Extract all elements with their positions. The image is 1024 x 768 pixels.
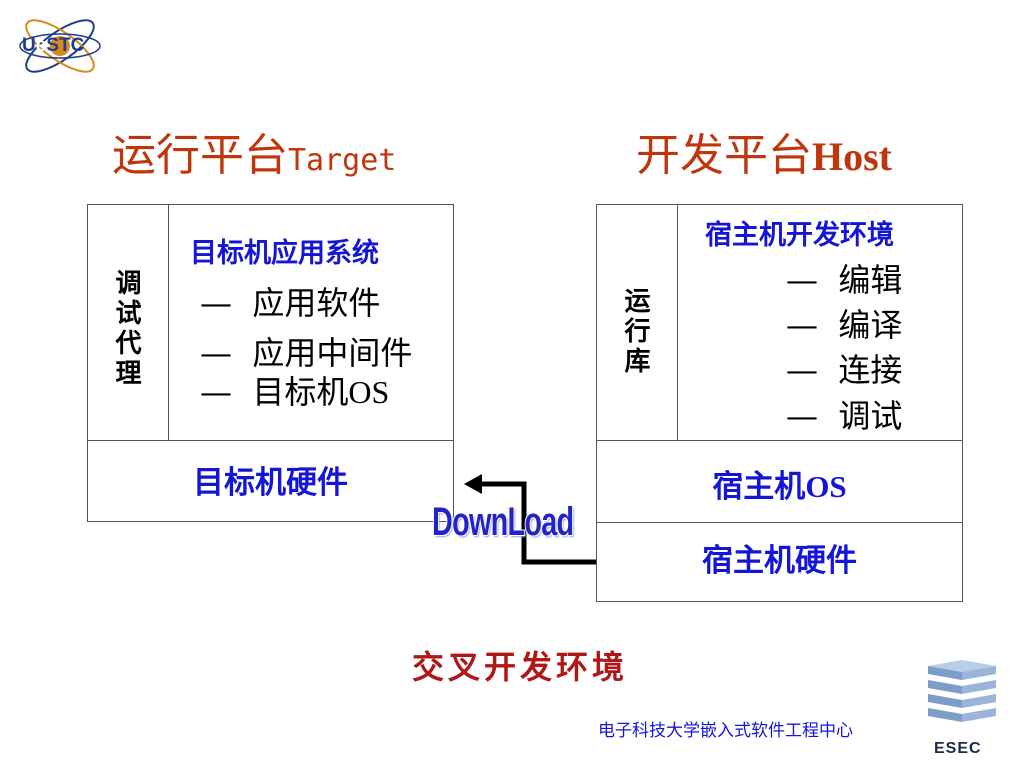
item-text: 调试 bbox=[838, 397, 903, 435]
debug-agent-char: 试 bbox=[115, 298, 142, 329]
uestc-logo-icon bbox=[19, 19, 101, 73]
item-text: 应用软件 bbox=[252, 284, 381, 322]
target-title: 运行平台Target bbox=[112, 134, 396, 178]
uestc-logo: UeSTC bbox=[14, 10, 106, 82]
footer-text: 电子科技大学嵌入式软件工程中心 bbox=[598, 721, 853, 741]
item-dash: — bbox=[786, 397, 818, 435]
host-runtime-lib-cell bbox=[596, 204, 679, 442]
item-dash: — bbox=[786, 261, 818, 299]
debug-agent-label: 调 试 代 理 bbox=[87, 269, 170, 390]
runtime-lib-char: 库 bbox=[624, 346, 651, 377]
host-env-header: 宿主机开发环境 bbox=[705, 220, 894, 251]
item-dash: — bbox=[200, 373, 232, 411]
runtime-lib-char: 运 bbox=[624, 287, 651, 317]
item-text: 连接 bbox=[838, 351, 903, 389]
host-os-label-cn: 宿主机 bbox=[712, 469, 806, 505]
host-dev-env-cell bbox=[677, 204, 963, 442]
esec-building-icon bbox=[928, 660, 996, 722]
item-dash: — bbox=[786, 351, 818, 389]
host-os-label-en: OS bbox=[805, 469, 847, 504]
host-item-edit: — 编辑 bbox=[786, 264, 902, 296]
host-item-debug: — 调试 bbox=[786, 400, 902, 432]
item-text: 编辑 bbox=[838, 261, 903, 299]
target-item-middleware: — 应用中间件 bbox=[200, 337, 412, 369]
host-item-compile: — 编译 bbox=[786, 309, 902, 341]
debug-agent-char: 理 bbox=[115, 358, 142, 389]
target-hardware-cell bbox=[87, 440, 454, 522]
esec-logo: ESEC bbox=[924, 660, 1000, 760]
item-text: 编译 bbox=[838, 306, 903, 344]
download-label: DownLoad bbox=[432, 500, 574, 544]
item-dash: — bbox=[200, 284, 232, 322]
logo-letter-u: U bbox=[22, 35, 36, 56]
target-app-header: 目标机应用系统 bbox=[190, 238, 379, 269]
target-item-target-os: — 目标机OS bbox=[200, 376, 389, 408]
item-suffix: OS bbox=[348, 374, 390, 410]
host-os-cell bbox=[596, 440, 963, 524]
target-title-cn: 运行平台 bbox=[112, 130, 288, 181]
host-os-label: 宿主机OS bbox=[596, 471, 963, 503]
host-title-cn: 开发平台 bbox=[636, 130, 812, 181]
runtime-lib-label: 运 行 库 bbox=[596, 287, 679, 378]
host-title-en: Host bbox=[812, 134, 892, 179]
target-debug-agent-cell bbox=[87, 204, 170, 442]
arrow-head-icon bbox=[464, 474, 482, 494]
esec-label: ESEC bbox=[934, 740, 982, 757]
item-text: 目标机 bbox=[252, 373, 349, 411]
download-arrow bbox=[464, 474, 596, 565]
item-text: 应用中间件 bbox=[252, 334, 413, 372]
host-hardware-cell bbox=[596, 522, 963, 602]
diagram-caption: 交叉开发环境 bbox=[412, 648, 629, 686]
host-title: 开发平台Host bbox=[636, 134, 892, 178]
target-hardware-label: 目标机硬件 bbox=[193, 465, 348, 501]
target-item-app-software: — 应用软件 bbox=[200, 287, 380, 319]
host-hardware-label: 宿主机硬件 bbox=[702, 543, 857, 579]
debug-agent-char: 代 bbox=[115, 328, 142, 359]
item-dash: — bbox=[786, 306, 818, 344]
target-title-en: Target bbox=[288, 143, 397, 178]
logo-letters-stc: STC bbox=[46, 35, 85, 56]
host-item-link: — 连接 bbox=[786, 354, 902, 386]
debug-agent-char: 调 bbox=[115, 269, 142, 299]
runtime-lib-char: 行 bbox=[624, 316, 651, 347]
logo-letter-e: e bbox=[35, 35, 47, 56]
item-dash: — bbox=[200, 334, 232, 372]
